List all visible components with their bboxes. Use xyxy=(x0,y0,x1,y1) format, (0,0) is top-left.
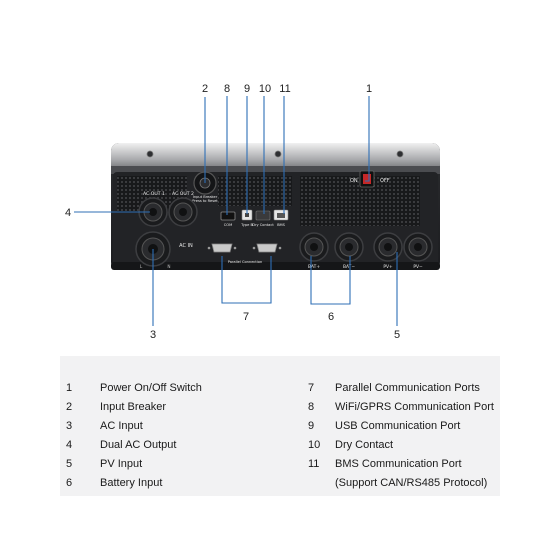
ac-output-ports: AC OUT 1 AC OUT 2 xyxy=(138,191,198,227)
mounting-screws xyxy=(146,150,404,158)
ac-out-2-gland xyxy=(168,197,198,227)
legend-label: AC Input xyxy=(100,420,143,432)
parallel-ports: Parallel Connection xyxy=(207,243,282,264)
legend-number: 7 xyxy=(308,382,315,394)
pv-input-ports: PV+ PV− xyxy=(373,232,433,270)
legend-number: 11 xyxy=(308,458,320,470)
legend-number: 8 xyxy=(308,401,315,413)
callout-7: 7 xyxy=(243,311,249,323)
ac-in-l-label: L xyxy=(140,264,143,269)
ac-out-1-gland xyxy=(138,197,168,227)
type-b-label: Type B xyxy=(240,223,253,227)
communication-ports: COM Type B Dry Contact BMS xyxy=(220,209,289,227)
parallel-connection-label: Parallel Connection xyxy=(228,260,263,264)
ac-in-label: AC IN xyxy=(179,243,193,249)
legend-number: 6 xyxy=(66,477,73,489)
legend-label: Dry Contact xyxy=(335,439,394,451)
legend-label: Parallel Communication Ports xyxy=(335,382,480,394)
battery-input-ports: BAT+ BAT− xyxy=(299,232,364,270)
power-switch: ON OFF xyxy=(350,170,390,188)
legend-label: Dual AC Output xyxy=(100,439,177,451)
callout-4: 4 xyxy=(65,207,71,219)
callout-5: 5 xyxy=(394,329,400,341)
input-breaker-text: Input Breaker xyxy=(193,195,218,199)
callout-8: 8 xyxy=(224,83,230,95)
legend-label: Power On/Off Switch xyxy=(100,382,202,394)
bms-label: BMS xyxy=(277,223,286,227)
callout-10: 10 xyxy=(259,83,271,95)
ac-out-1-label: AC OUT 1 xyxy=(143,191,165,197)
callout-1: 1 xyxy=(366,83,372,95)
legend-number: 9 xyxy=(308,420,315,432)
bat-plus-label: BAT+ xyxy=(308,264,320,270)
bat-minus-label: BAT− xyxy=(343,264,355,270)
com-port xyxy=(220,211,236,221)
legend-label: (Support CAN/RS485 Protocol) xyxy=(335,477,488,489)
legend-number: 2 xyxy=(66,401,73,413)
legend-label: BMS Communication Port xyxy=(335,458,462,470)
callout-6: 6 xyxy=(328,311,334,323)
legend-number: 4 xyxy=(66,439,73,451)
leader-6 xyxy=(310,256,351,305)
legend-label: USB Communication Port xyxy=(335,420,461,432)
press-to-reset-text: Press to Reset xyxy=(192,199,218,203)
leader-7 xyxy=(221,256,272,304)
dry-contact-label: Dry Contact xyxy=(252,223,274,227)
legend-number: 5 xyxy=(66,458,73,470)
pv-minus-label: PV− xyxy=(413,264,423,270)
legend-number: 10 xyxy=(308,439,321,451)
parallel-port-2 xyxy=(256,243,278,253)
parts-legend: 1 Power On/Off Switch 2 Input Breaker 3 … xyxy=(60,356,500,496)
dry-contact-port xyxy=(255,210,271,221)
com-label: COM xyxy=(224,223,232,227)
parallel-port-1 xyxy=(211,243,233,253)
callout-11: 11 xyxy=(279,83,290,95)
callout-numbers: 1 2 3 4 5 6 7 8 9 10 11 xyxy=(65,83,400,341)
legend-label: Input Breaker xyxy=(100,401,167,413)
vent-grille-center xyxy=(218,176,292,206)
ac-in-n-label: N xyxy=(167,264,170,269)
ac-out-2-label: AC OUT 2 xyxy=(172,191,194,197)
callout-3: 3 xyxy=(150,329,156,341)
legend-label: Battery Input xyxy=(100,477,163,489)
switch-on-label: ON xyxy=(350,178,358,184)
legend-label: PV Input xyxy=(100,458,143,470)
legend-number: 1 xyxy=(66,382,73,394)
callout-2: 2 xyxy=(202,83,208,95)
callout-9: 9 xyxy=(244,83,250,95)
inverter-rear-panel-diagram: Input Breaker Press to Reset ON OFF AC O… xyxy=(65,83,440,341)
leader-1 xyxy=(365,96,370,182)
legend-number: 3 xyxy=(66,420,73,432)
pv-plus-label: PV+ xyxy=(383,264,393,270)
legend-label: WiFi/GPRS Communication Port xyxy=(335,401,494,413)
callout-leader-lines xyxy=(74,96,398,326)
switch-off-label: OFF xyxy=(380,178,390,184)
